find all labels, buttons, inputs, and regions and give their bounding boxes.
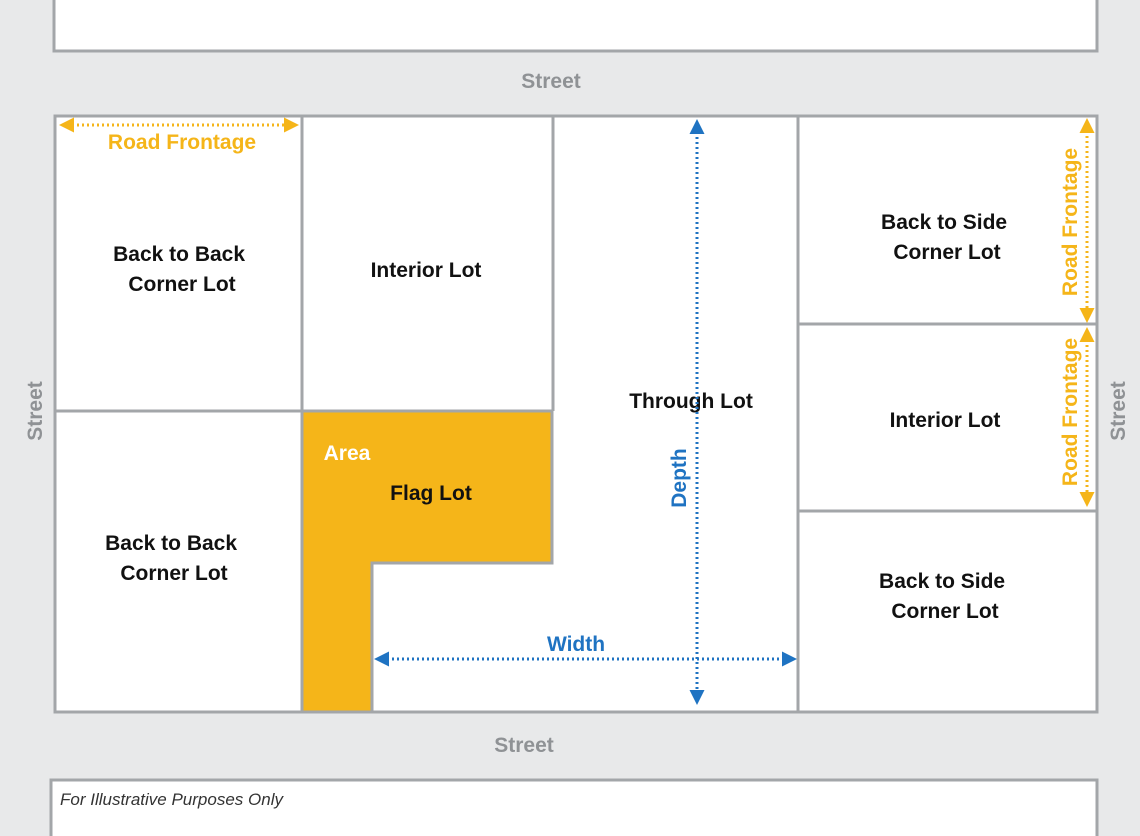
lot-label-line: Back to Back <box>113 243 245 266</box>
street-label-left: Street <box>24 381 47 441</box>
lot-label-line: Back to Side <box>879 570 1005 593</box>
lot-label-interior-top: Interior Lot <box>371 259 482 282</box>
lot-label-back-to-back-corner-bottom: Back to Back Corner Lot <box>105 532 243 585</box>
lot-label-line: Corner Lot <box>891 600 998 623</box>
lot-label-back-to-back-corner-top: Back to Back Corner Lot <box>113 243 251 296</box>
area-label: Area <box>324 442 371 465</box>
main-block <box>53 114 1099 714</box>
illustrative-note: For Illustrative Purposes Only <box>60 790 284 809</box>
lot-label-interior-right: Interior Lot <box>890 409 1001 432</box>
lot-label-line: Corner Lot <box>893 241 1000 264</box>
lot-label-back-to-side-corner-top: Back to Side Corner Lot <box>881 211 1013 264</box>
lot-label-line: Back to Back <box>105 532 237 555</box>
bottom-block <box>49 778 1099 836</box>
street-label-bottom: Street <box>494 734 554 757</box>
lot-label-line: Corner Lot <box>120 562 227 585</box>
lot-label-line: Corner Lot <box>128 273 235 296</box>
top-block <box>52 0 1099 53</box>
street-label-top: Street <box>521 70 581 93</box>
road-frontage-label-right-lower: Road Frontage <box>1059 338 1082 486</box>
street-label-right: Street <box>1107 381 1130 441</box>
lot-label-flag: Flag Lot <box>390 482 472 505</box>
width-label: Width <box>547 633 605 656</box>
depth-label: Depth <box>668 448 691 508</box>
road-frontage-label-top: Road Frontage <box>108 131 256 154</box>
lot-label-back-to-side-corner-bottom: Back to Side Corner Lot <box>879 570 1011 623</box>
road-frontage-label-right-upper: Road Frontage <box>1059 148 1082 296</box>
lot-label-line: Back to Side <box>881 211 1007 234</box>
lot-label-through: Through Lot <box>629 390 753 413</box>
